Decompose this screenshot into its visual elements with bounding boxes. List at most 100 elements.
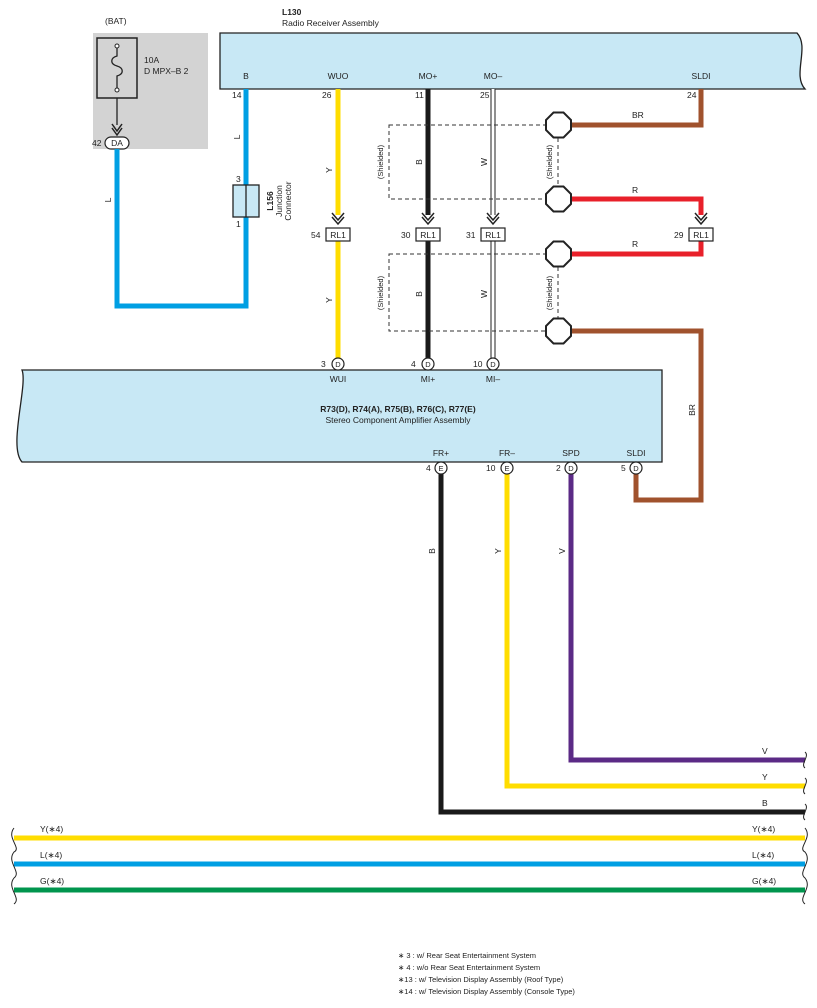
wire-br-sldi-lower	[571, 328, 704, 503]
fuse-terminal-icon	[114, 87, 120, 93]
amp-term-mi-plus: MI+	[421, 374, 435, 384]
rl1-label: RL1	[330, 230, 346, 240]
shield-box-upper	[388, 124, 559, 200]
wire-v-spd	[568, 474, 805, 763]
connector-arrow-icon	[486, 212, 500, 226]
amp-term-wui: WUI	[330, 374, 347, 384]
connector-arrow-icon	[421, 212, 435, 226]
junction-pin-3: 3	[236, 174, 241, 184]
bus-label-l4-right: L(∗4)	[752, 850, 774, 860]
amp-term-fr-plus: FR+	[433, 448, 449, 458]
radio-pin-14: 14	[232, 90, 242, 100]
wire-label-br: BR	[687, 404, 697, 416]
amp-connector-d	[564, 461, 578, 475]
shield-octagon-icon	[545, 240, 572, 268]
amp-term-fr-minus: FR–	[499, 448, 515, 458]
radio-term-b: B	[243, 71, 249, 81]
shield-box-lower	[388, 253, 559, 332]
shield-octagon-icon	[545, 317, 572, 345]
bus-label-y4-right: Y(∗4)	[752, 824, 775, 834]
break-mark-icon	[11, 827, 17, 905]
junction-pin-1: 1	[236, 219, 241, 229]
radio-pin-24: 24	[687, 90, 697, 100]
wire-y-fr-minus	[504, 474, 805, 789]
rl1-connector-29: RL1	[688, 212, 714, 242]
bus-label-l4-left: L(∗4)	[40, 850, 62, 860]
amp-pin-2: 2	[556, 463, 561, 473]
amp-connector-d	[629, 461, 643, 475]
wire-label-b: B	[762, 798, 768, 808]
amp-pin-4: 4	[411, 359, 416, 369]
rl1-connector-54: RL1	[325, 212, 351, 242]
fuse-terminal-icon	[114, 43, 120, 49]
amplifier-codes: R73(D), R74(A), R75(B), R76(C), R77(E)	[320, 404, 476, 414]
wire-br-sldi-upper	[571, 89, 704, 128]
shield-octagon-icon	[545, 185, 572, 213]
amplifier-name: Stereo Component Amplifier Assembly	[325, 415, 471, 425]
wire-l-lower	[114, 149, 249, 309]
rl1-pin-31: 31	[466, 230, 476, 240]
rl1-label: RL1	[485, 230, 501, 240]
note-14: ∗14 : w/ Television Display Assembly (Co…	[398, 987, 575, 996]
amp-pin-10: 10	[473, 359, 483, 369]
wire-label-w: W	[479, 158, 489, 166]
wire-label-y: Y	[762, 772, 768, 782]
break-mark-icon	[803, 751, 807, 769]
radio-name: Radio Receiver Assembly	[282, 18, 380, 28]
amp-term-spd: SPD	[562, 448, 579, 458]
shield-octagon-icon	[545, 111, 572, 139]
wire-label-v: V	[762, 746, 768, 756]
rl1-connector-30: RL1	[415, 212, 441, 242]
note-13: ∗13 : w/ Television Display Assembly (Ro…	[398, 975, 564, 984]
wire-label-b: B	[427, 548, 437, 554]
amp-conn-label: D	[490, 360, 496, 369]
amp-pin-4: 4	[426, 463, 431, 473]
fuse-amp: 10A	[144, 55, 159, 65]
radio-pin-26: 26	[322, 90, 332, 100]
fuse-icon	[111, 44, 123, 92]
radio-code: L130	[282, 7, 302, 17]
wire-r-upper	[571, 196, 704, 215]
rl1-label: RL1	[693, 230, 709, 240]
radio-pin-11: 11	[415, 90, 424, 100]
radio-receiver-box	[219, 32, 807, 90]
radio-term-mo-minus: MO–	[484, 71, 503, 81]
amp-pin-3: 3	[321, 359, 326, 369]
connector-da-label: DA	[111, 138, 123, 148]
wire-label-l: L	[103, 197, 113, 202]
wire-b-fr-plus	[438, 474, 805, 815]
amp-conn-label: E	[504, 464, 509, 473]
pin-42: 42	[92, 138, 102, 148]
connector-arrow-icon	[694, 212, 708, 226]
amp-connector-d	[331, 357, 345, 371]
amp-connector-d	[421, 357, 435, 371]
wire-label-y: Y	[493, 548, 503, 554]
connector-arrow-icon	[111, 123, 123, 137]
wire-label-r: R	[632, 185, 638, 195]
bus-label-g4-right: G(∗4)	[752, 876, 776, 886]
bat-fuse-block	[93, 33, 208, 149]
note-4: ∗ 4 : w/o Rear Seat Entertainment System	[398, 963, 540, 972]
bus-label-y4-left: Y(∗4)	[40, 824, 63, 834]
amp-term-mi-minus: MI–	[486, 374, 500, 384]
radio-pin-25: 25	[480, 90, 490, 100]
amp-conn-label: D	[335, 360, 341, 369]
wire-label-b: B	[414, 159, 424, 165]
rl1-pin-29: 29	[674, 230, 684, 240]
radio-term-sldi: SLDI	[692, 71, 711, 81]
rl1-pin-54: 54	[311, 230, 321, 240]
wire-label-y: Y	[324, 297, 334, 303]
wire-label-br: BR	[632, 110, 644, 120]
wire-label-v: V	[557, 548, 567, 554]
amp-conn-label: D	[568, 464, 574, 473]
radio-term-mo-plus: MO+	[419, 71, 438, 81]
amp-conn-label: E	[438, 464, 443, 473]
wire-r-lower	[571, 241, 704, 257]
wire-label-b: B	[414, 291, 424, 297]
bus-label-g4-left: G(∗4)	[40, 876, 64, 886]
radio-term-wuo: WUO	[328, 71, 349, 81]
amp-conn-label: D	[633, 464, 639, 473]
shielded-label: (Shielded)	[545, 275, 554, 310]
rl1-pin-30: 30	[401, 230, 411, 240]
